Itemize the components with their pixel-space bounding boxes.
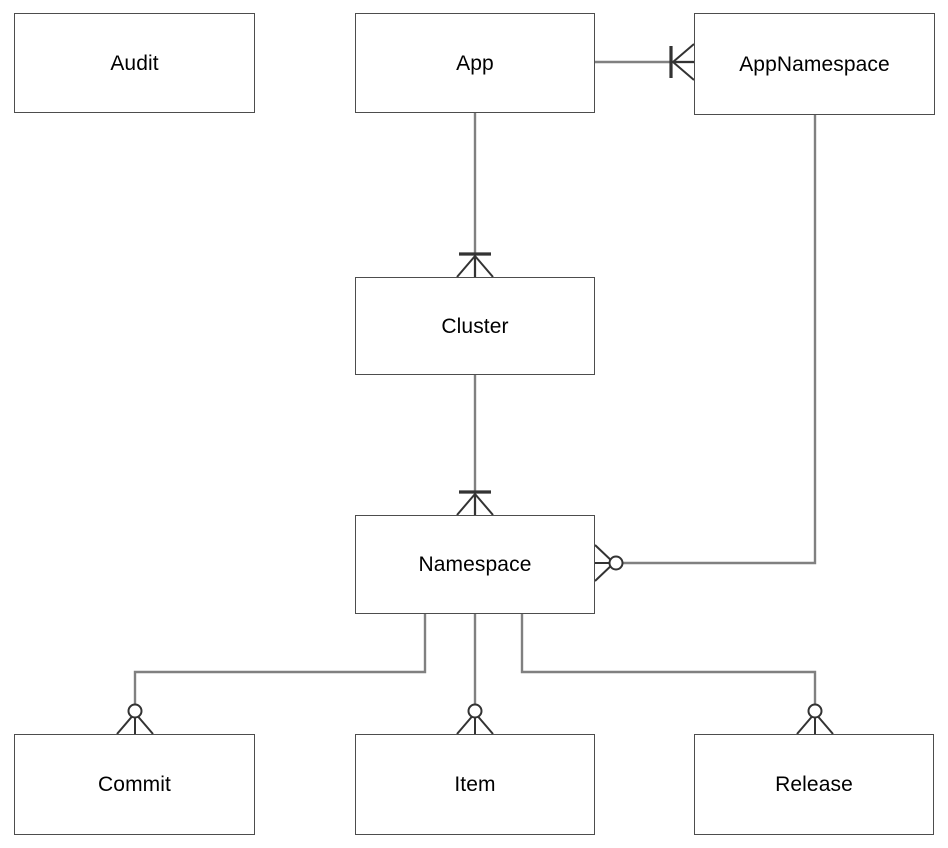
edge-cluster-namespace[interactable] (456, 375, 494, 516)
entity-label-namespace: Namespace (418, 553, 532, 576)
entity-label-item: Item (454, 773, 496, 796)
entity-namespace[interactable]: Namespace (355, 515, 595, 614)
entity-label-audit: Audit (110, 51, 159, 75)
entity-label-release: Release (775, 773, 853, 796)
entity-audit[interactable]: Audit (14, 13, 255, 113)
entity-label-commit: Commit (98, 773, 171, 796)
edge-namespace-release[interactable] (520, 614, 834, 735)
entity-cluster[interactable]: Cluster (355, 277, 595, 375)
edge-app-cluster[interactable] (456, 113, 494, 278)
entity-label-appnamespace: AppNamespace (739, 52, 890, 76)
entity-release[interactable]: Release (694, 734, 934, 835)
entity-app[interactable]: App (355, 13, 595, 113)
entity-item[interactable]: Item (355, 734, 595, 835)
edge-namespace-item[interactable] (456, 614, 494, 735)
entity-appnamespace[interactable]: AppNamespace (694, 13, 935, 115)
edge-app-appnamespace[interactable] (595, 43, 695, 81)
edge-namespace-appnamespace[interactable] (594, 115, 817, 582)
entity-label-app: App (456, 51, 494, 75)
edge-namespace-commit[interactable] (116, 614, 427, 735)
entity-label-cluster: Cluster (441, 314, 509, 338)
entity-commit[interactable]: Commit (14, 734, 255, 835)
